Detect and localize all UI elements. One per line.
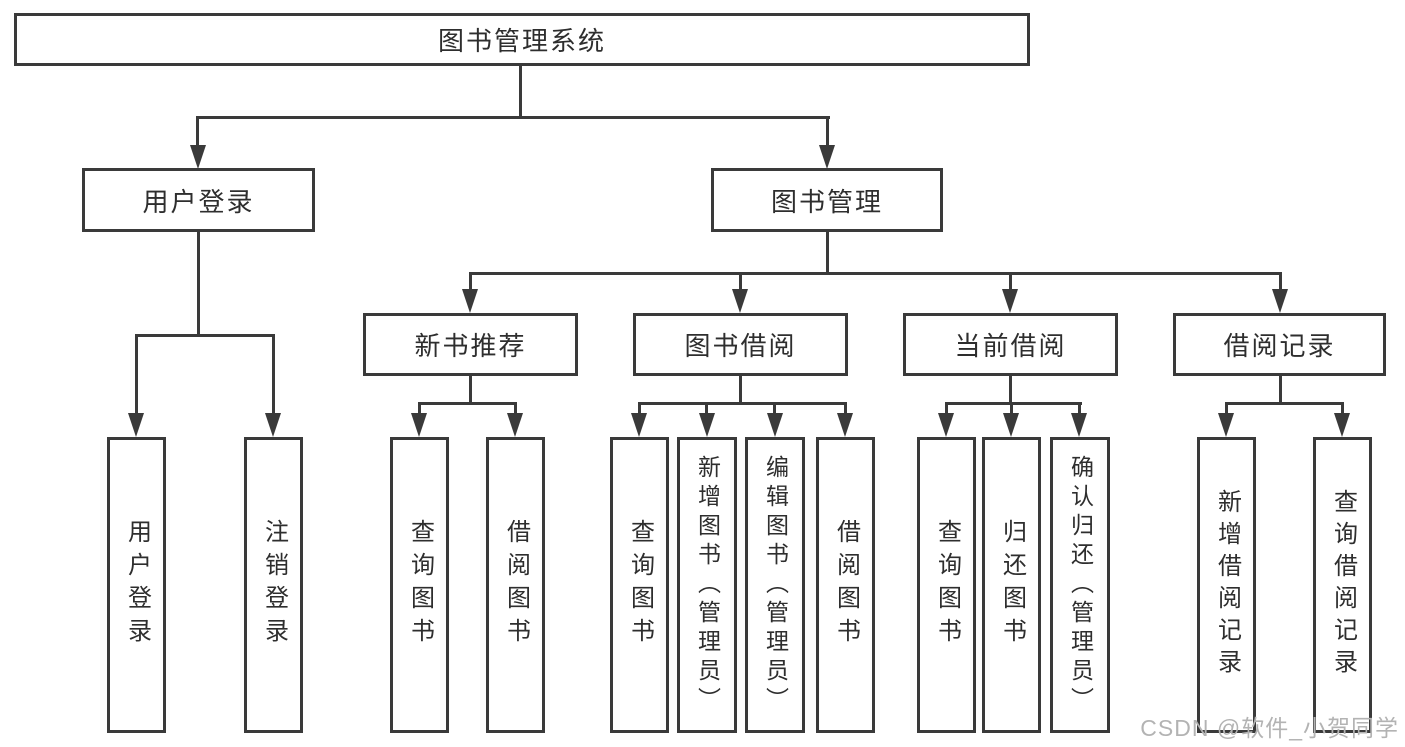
connector-to-records-add (1225, 402, 1228, 415)
arrowhead-current-confirm (1071, 413, 1087, 437)
connector-root-stub (519, 66, 522, 116)
node-borrowing-records: 借阅记录 (1173, 313, 1386, 376)
node-leaf-records-query-record: 查询借阅记录 (1313, 437, 1372, 733)
connector-to-leaf-user-login (135, 334, 138, 414)
connector-to-borrowing-records (1279, 272, 1282, 290)
connector-to-book-borrowing (739, 272, 742, 290)
arrowhead-borrowing-borrow (837, 413, 853, 437)
connector-book-management-stub (826, 232, 829, 274)
connector-to-new-book-recommend (469, 272, 472, 290)
node-book-borrowing: 图书借阅 (633, 313, 848, 376)
connector-recommend-stub (469, 376, 472, 404)
arrowhead-book-management (819, 145, 835, 169)
arrowhead-borrowing-records (1272, 289, 1288, 313)
watermark: CSDN @软件_小贺同学 (1140, 715, 1399, 741)
node-leaf-logout: 注销登录 (244, 437, 303, 733)
connector-to-current-query (945, 402, 948, 415)
connector-to-leaf-logout (272, 334, 275, 414)
arrowhead-recommend-query (411, 413, 427, 437)
node-leaf-borrowing-edit-books-admin: 编辑图书（管理员） (745, 437, 805, 733)
node-label: 新书推荐 (414, 331, 527, 361)
connector-to-user-login (196, 116, 199, 146)
connector-to-records-query (1341, 402, 1344, 415)
node-book-management: 图书管理 (711, 168, 943, 232)
node-label: 注销登录 (260, 519, 288, 651)
node-label: 新增图书（管理员） (694, 454, 721, 716)
connector-current-branch (945, 402, 1082, 405)
connector-level3-branch (469, 272, 1282, 275)
node-leaf-recommend-borrow-books: 借阅图书 (486, 437, 545, 733)
connector-to-recommend-query (418, 402, 421, 415)
node-leaf-user-login: 用户登录 (107, 437, 166, 733)
connector-records-branch (1225, 402, 1344, 405)
connector-to-recommend-borrow (514, 402, 517, 415)
connector-to-borrowing-borrow (844, 402, 847, 415)
node-label: 图书借阅 (684, 331, 797, 361)
connector-to-current-borrowing (1009, 272, 1012, 290)
node-label: 借阅记录 (1223, 331, 1336, 361)
node-label: 图书管理系统 (437, 26, 606, 56)
connector-to-borrowing-query (638, 402, 641, 415)
node-label: 查询借阅记录 (1329, 489, 1357, 681)
arrowhead-recommend-borrow (507, 413, 523, 437)
node-label: 借阅图书 (502, 519, 530, 651)
arrowhead-borrowing-query (631, 413, 647, 437)
arrowhead-current-return (1003, 413, 1019, 437)
arrowhead-new-book-recommend (462, 289, 478, 313)
node-leaf-current-confirm-return-admin: 确认归还（管理员） (1050, 437, 1110, 733)
node-current-borrowing: 当前借阅 (903, 313, 1118, 376)
arrowhead-book-borrowing (732, 289, 748, 313)
node-label: 当前借阅 (954, 331, 1067, 361)
connector-to-borrowing-edit (773, 402, 776, 415)
node-leaf-borrowing-add-books-admin: 新增图书（管理员） (677, 437, 737, 733)
arrowhead-leaf-logout (265, 413, 281, 437)
connector-level2-branch (196, 116, 830, 119)
connector-records-stub (1279, 376, 1282, 404)
node-leaf-borrowing-borrow-books: 借阅图书 (816, 437, 875, 733)
arrowhead-records-query (1334, 413, 1350, 437)
connector-borrowing-branch (638, 402, 847, 405)
connector-borrowing-stub (739, 376, 742, 404)
connector-current-stub (1009, 376, 1012, 404)
arrowhead-borrowing-add (699, 413, 715, 437)
node-label: 用户登录 (142, 186, 255, 217)
node-label: 查询图书 (626, 519, 654, 651)
node-label: 归还图书 (998, 519, 1026, 651)
connector-recommend-branch (418, 402, 517, 405)
connector-to-borrowing-add (705, 402, 708, 415)
connector-user-login-branch (135, 334, 275, 337)
node-label: 借阅图书 (832, 519, 860, 651)
node-leaf-records-add-record: 新增借阅记录 (1197, 437, 1256, 733)
arrowhead-leaf-user-login (128, 413, 144, 437)
node-user-login: 用户登录 (82, 168, 315, 232)
node-label: 编辑图书（管理员） (762, 454, 789, 716)
node-label: 确认归还（管理员） (1067, 454, 1094, 716)
node-new-book-recommend: 新书推荐 (363, 313, 578, 376)
node-label: 新增借阅记录 (1213, 489, 1241, 681)
node-leaf-current-return-books: 归还图书 (982, 437, 1041, 733)
connector-to-current-confirm (1078, 402, 1081, 415)
arrowhead-records-add (1218, 413, 1234, 437)
node-root-library-system: 图书管理系统 (14, 13, 1030, 66)
node-leaf-current-query-books: 查询图书 (917, 437, 976, 733)
arrowhead-borrowing-edit (767, 413, 783, 437)
node-leaf-borrowing-query-books: 查询图书 (610, 437, 669, 733)
node-label: 查询图书 (406, 519, 434, 651)
arrowhead-current-query (938, 413, 954, 437)
node-label: 查询图书 (933, 519, 961, 651)
node-label: 用户登录 (123, 519, 151, 651)
connector-to-book-management (826, 116, 829, 146)
connector-user-login-stub (197, 232, 200, 336)
arrowhead-user-login (190, 145, 206, 169)
connector-to-current-return (1010, 402, 1013, 415)
arrowhead-current-borrowing (1002, 289, 1018, 313)
node-leaf-recommend-query-books: 查询图书 (390, 437, 449, 733)
node-label: 图书管理 (770, 186, 883, 217)
